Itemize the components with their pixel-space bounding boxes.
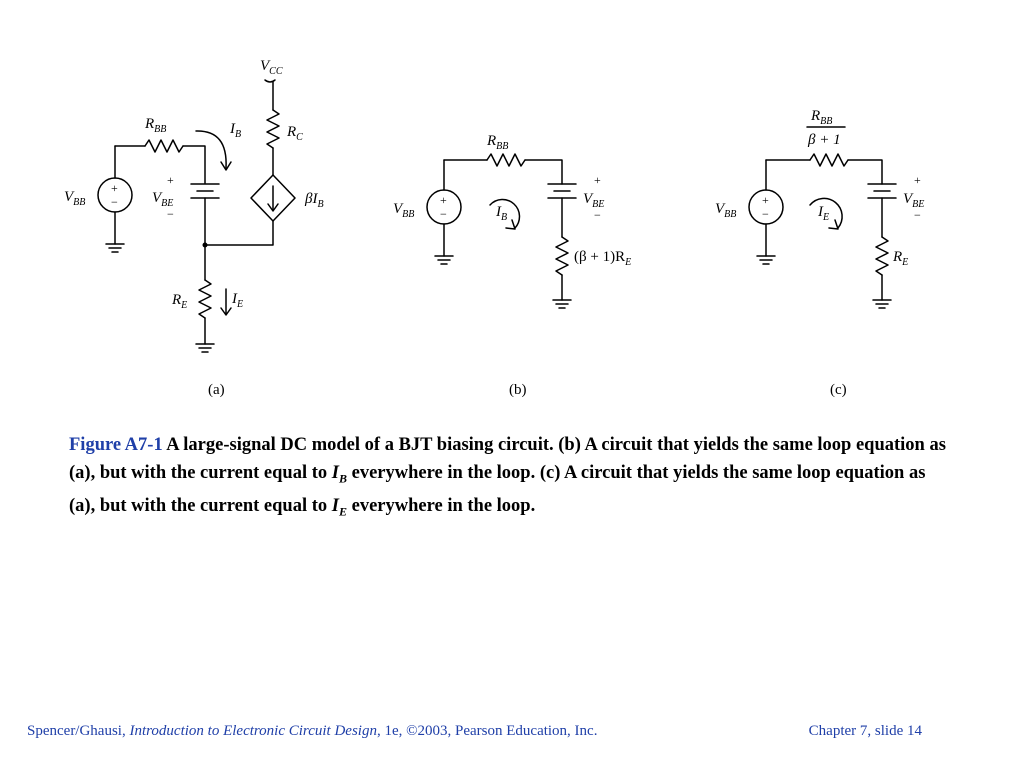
svg-text:−: − <box>594 208 601 222</box>
ib-label-b: IB <box>495 204 507 223</box>
rbb-resistor-c <box>809 153 849 167</box>
ie-label: IE <box>231 291 243 310</box>
figure-caption: Figure A7-1 A large-signal DC model of a… <box>69 432 949 526</box>
rbb-label-b: RBB <box>486 133 508 152</box>
rbb-denominator-c: β + 1 <box>807 132 841 148</box>
svg-text:−: − <box>762 207 769 221</box>
rbb-label-c: RBB <box>810 108 832 127</box>
svg-text:+: + <box>167 173 174 187</box>
re-resistor <box>198 279 212 319</box>
caption-text-1: A large-signal DC model of a BJT biasing… <box>69 435 946 483</box>
panel-b-label: (b) <box>509 382 527 398</box>
footer-book-title: Introduction to Electronic Circuit Desig… <box>129 723 377 739</box>
footer-citation: Spencer/Ghausi, Introduction to Electron… <box>27 723 597 740</box>
svg-text:+: + <box>594 173 601 187</box>
rc-label: RC <box>286 124 303 143</box>
svg-text:+: + <box>440 193 447 207</box>
panel-a-label: (a) <box>208 382 225 398</box>
re-expr-label-b: (β + 1)RE <box>574 249 631 268</box>
panel-c: RBB β + 1 + − VBB IE + VBE − RE (c) <box>715 108 924 398</box>
vbe-label-c: VBE <box>903 191 924 210</box>
vbb-label-b: VBB <box>393 201 414 220</box>
rc-resistor <box>266 109 280 149</box>
svg-text:−: − <box>111 195 118 209</box>
vbe-label-b: VBE <box>583 191 604 210</box>
figure-label: Figure A7-1 <box>69 435 163 455</box>
ib-label: IB <box>229 121 241 140</box>
vcc-label: VCC <box>260 58 283 77</box>
vbb-label: VBB <box>64 189 85 208</box>
footer-chapter-slide: Chapter 7, slide 14 <box>808 723 922 739</box>
circuit-figure: VCC RC βIB + − VBB RBB IB + VBE <box>64 58 924 398</box>
vbe-label: VBE <box>152 190 173 209</box>
footer-edition: , 1e, ©2003, Pearson Education, Inc. <box>376 723 598 739</box>
svg-text:+: + <box>111 181 118 195</box>
vbb-label-c: VBB <box>715 201 736 220</box>
rbb-resistor-b <box>486 153 526 167</box>
re-resistor-c <box>875 236 889 276</box>
panel-c-label: (c) <box>830 382 847 398</box>
panel-a: VCC RC βIB + − VBB RBB IB + VBE <box>64 58 324 398</box>
beta-ib-label: βIB <box>304 191 324 210</box>
ie-label-c: IE <box>817 204 829 223</box>
vbe-battery-c <box>867 183 897 199</box>
caption-ib: IB <box>331 462 347 486</box>
svg-text:−: − <box>914 208 921 222</box>
caption-ie: IE <box>331 495 347 519</box>
svg-text:−: − <box>440 207 447 221</box>
rbb-label: RBB <box>144 116 166 135</box>
svg-text:+: + <box>914 173 921 187</box>
footer-authors: Spencer/Ghausi, <box>27 723 130 739</box>
svg-text:−: − <box>167 207 174 221</box>
re-label-c: RE <box>892 249 908 268</box>
vbe-battery <box>190 183 220 199</box>
svg-text:+: + <box>762 193 769 207</box>
caption-text-3: everywhere in the loop. <box>346 495 536 516</box>
panel-b: RBB + − VBB IB + VBE − (β + 1)RE (b) <box>393 133 631 398</box>
vbe-battery-b <box>547 183 577 199</box>
caption-text-2: everywhere in the loop. (c) A circuit th… <box>69 462 926 516</box>
rbb-resistor <box>144 139 184 153</box>
re-label: RE <box>171 292 187 311</box>
re-resistor-b <box>555 236 569 276</box>
